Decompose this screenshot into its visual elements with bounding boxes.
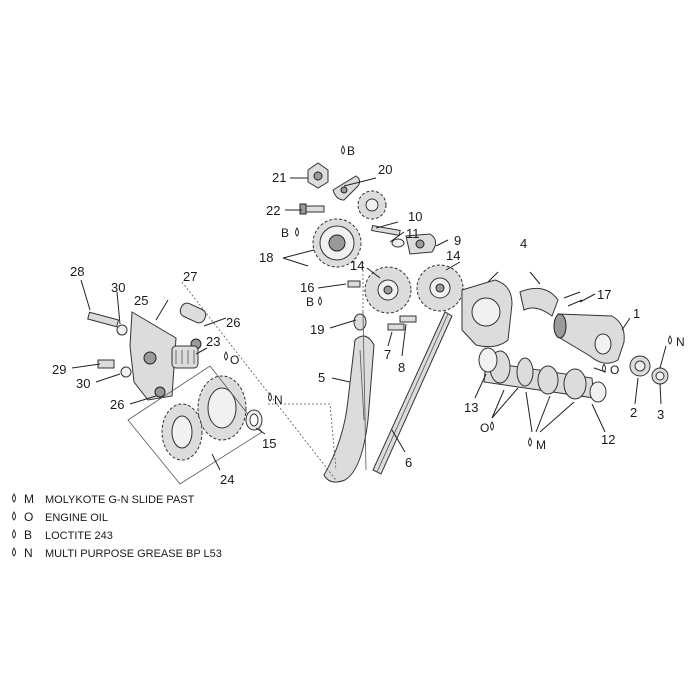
drop-icon: [268, 392, 272, 402]
drop-icon: [490, 421, 494, 431]
drop-icon: [12, 529, 16, 539]
drop-icon: [668, 335, 672, 345]
legend-text-o: ENGINE OIL: [45, 512, 108, 524]
callout-18: 18: [259, 250, 273, 265]
gear-top-small: [357, 190, 387, 220]
legend-text-n: MULTI PURPOSE GREASE BP L53: [45, 548, 222, 560]
symbol-b-16: B: [306, 295, 314, 309]
drop-icon: [12, 511, 16, 521]
screw-8: [399, 315, 417, 323]
legend-code-b: B: [24, 528, 32, 542]
washer-30-bottom: [120, 366, 132, 378]
screw-16: [347, 280, 361, 288]
callout-2: 2: [630, 405, 637, 420]
spacer-27: [179, 302, 207, 324]
callout-22: 22: [266, 203, 280, 218]
callout-9: 9: [454, 233, 461, 248]
sprocket-14-right: [416, 264, 464, 312]
symbol-m-cam: M: [536, 438, 546, 452]
bushing-4: [519, 287, 559, 317]
legend-text-m: MOLYKOTE G-N SLIDE PAST: [45, 494, 195, 506]
callout-20: 20: [378, 162, 392, 177]
drop-icon: [528, 437, 532, 447]
bolt-28: [87, 311, 120, 328]
bolt-29: [97, 359, 115, 369]
callout-27: 27: [183, 269, 197, 284]
legend-text-b: LOCTITE 243: [45, 530, 113, 542]
symbol-n-15: N: [274, 393, 283, 407]
legend-code-m: M: [24, 492, 34, 506]
callout-29: 29: [52, 362, 66, 377]
camshaft-1: [557, 313, 625, 364]
callout-17: 17: [597, 287, 611, 302]
callout-23: 23: [206, 334, 220, 349]
callout-11: 11: [406, 226, 420, 241]
callout-16: 16: [300, 280, 314, 295]
callout-1: 1: [633, 306, 640, 321]
callout-5: 5: [318, 370, 325, 385]
pin-19: [353, 313, 367, 331]
callout-3: 3: [657, 407, 664, 422]
callout-25: 25: [134, 293, 148, 308]
drop-icon: [318, 296, 322, 306]
callout-21: 21: [272, 170, 286, 185]
callout-24: 24: [220, 472, 234, 487]
washer-30-top: [116, 324, 128, 336]
callout-4: 4: [520, 236, 527, 251]
callout-30-bottom: 30: [76, 376, 90, 391]
symbol-n-bearing: N: [676, 335, 685, 349]
symbol-o-bearing: O: [610, 363, 619, 377]
callout-7: 7: [384, 347, 391, 362]
callout-14-left: 14: [350, 258, 364, 273]
sprocket-14-left: [364, 266, 412, 314]
legend-code-o: O: [24, 510, 33, 524]
symbol-o-23: O: [230, 353, 239, 367]
callout-10: 10: [408, 209, 422, 224]
callout-14-right: 14: [446, 248, 460, 263]
tensioner-guide-5: [323, 335, 375, 483]
drop-icon: [12, 493, 16, 503]
pin-26-bottom: [154, 386, 166, 398]
callout-15: 15: [262, 436, 276, 451]
callout-26-bottom: 26: [110, 397, 124, 412]
drop-icon: [12, 547, 16, 557]
drop-icon: [602, 363, 606, 373]
screw-22: [303, 205, 325, 213]
callout-30-top: 30: [111, 280, 125, 295]
symbol-o-cam: O: [480, 421, 489, 435]
legend-code-n: N: [24, 546, 33, 560]
symbol-b-22: B: [281, 226, 289, 240]
drop-icon: [224, 351, 228, 361]
callout-8: 8: [398, 360, 405, 375]
ring-13: [478, 347, 498, 373]
gear-assembly-24: [161, 375, 247, 461]
callout-6: 6: [405, 455, 412, 470]
drop-icon: [295, 227, 299, 237]
lubricant-legend: M MOLYKOTE G-N SLIDE PAST O ENGINE OIL B…: [12, 492, 222, 560]
symbol-b-top: B: [347, 144, 355, 158]
drop-icon: [341, 145, 345, 155]
screw-10: [371, 225, 401, 236]
callout-12: 12: [601, 432, 615, 447]
washer-11: [391, 238, 405, 248]
gear-18: [312, 218, 362, 268]
callout-28: 28: [70, 264, 84, 279]
callout-26-top: 26: [226, 315, 240, 330]
bearing-23: [171, 345, 199, 369]
callout-13: 13: [464, 400, 478, 415]
screw-7: [387, 323, 405, 331]
callout-19: 19: [310, 322, 324, 337]
